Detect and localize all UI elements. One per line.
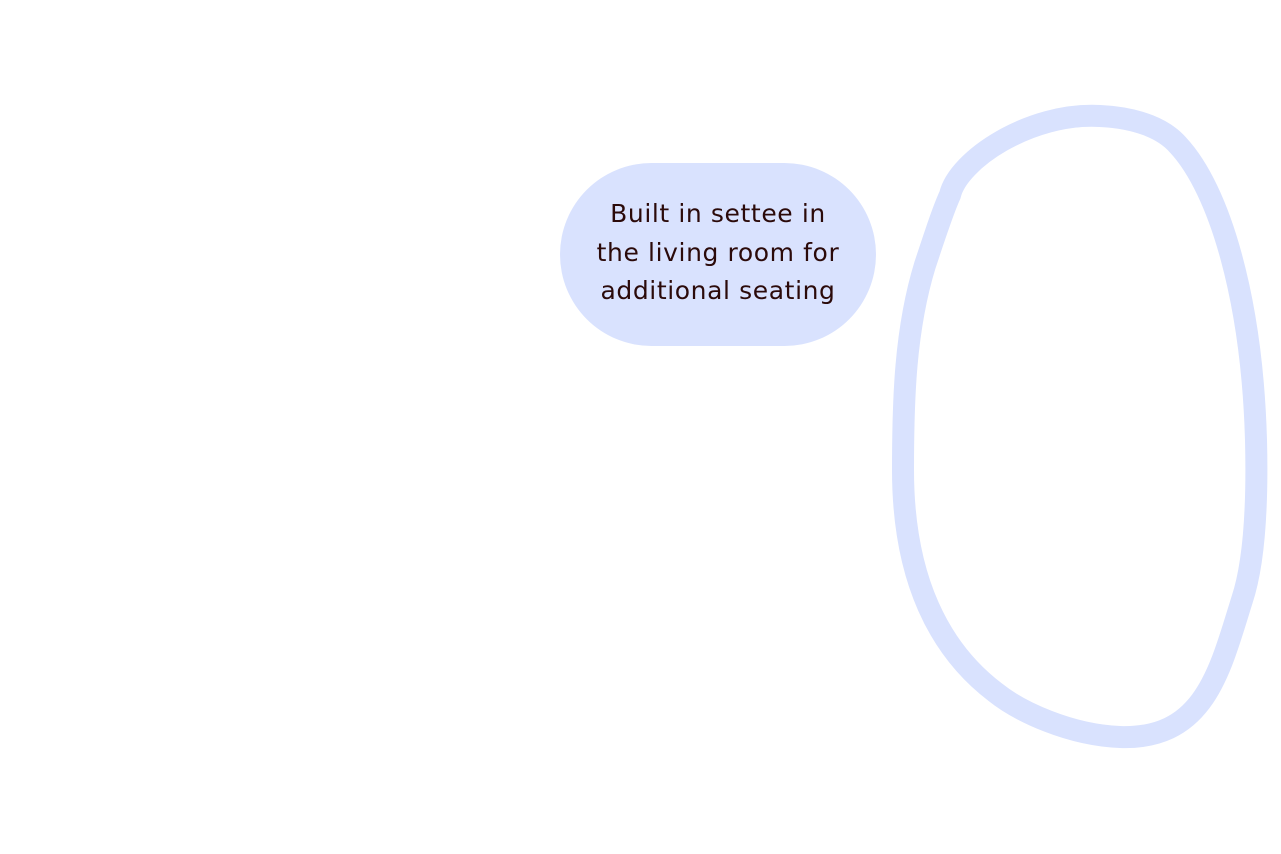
highlight-outline (892, 104, 1268, 749)
annotation-text: Built in settee in the living room for a… (596, 199, 840, 306)
annotation-bubble: Built in settee in the living room for a… (560, 163, 876, 346)
